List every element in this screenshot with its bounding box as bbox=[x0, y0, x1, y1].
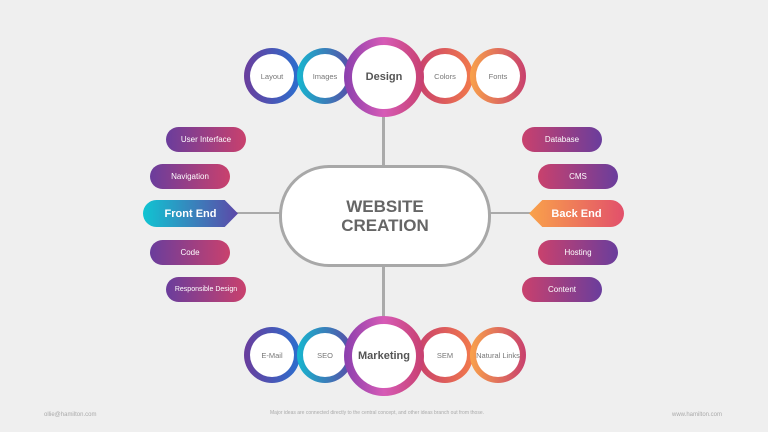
connector-top bbox=[382, 112, 385, 167]
node-email: E-Mail bbox=[244, 327, 300, 383]
node-fonts: Fonts bbox=[470, 48, 526, 104]
node-cms: CMS bbox=[538, 164, 618, 189]
node-front-end: Front End bbox=[143, 200, 238, 227]
node-colors: Colors bbox=[417, 48, 473, 104]
node-sem: SEM bbox=[417, 327, 473, 383]
node-user-interface: User Interface bbox=[166, 127, 246, 152]
node-code: Code bbox=[150, 240, 230, 265]
node-responsible-design: Responsible Design bbox=[166, 277, 246, 302]
connector-bottom bbox=[382, 262, 385, 319]
connector-left bbox=[236, 212, 281, 214]
connector-right bbox=[486, 212, 531, 214]
node-content: Content bbox=[522, 277, 602, 302]
node-seo: SEO bbox=[297, 327, 353, 383]
node-marketing: Marketing bbox=[344, 316, 424, 396]
footer-email: ollie@hamilton.com bbox=[44, 412, 97, 418]
node-natural-links: Natural Links bbox=[470, 327, 526, 383]
footer-website: www.hamilton.com bbox=[672, 412, 723, 418]
center-line2: CREATION bbox=[341, 216, 429, 235]
node-images: Images bbox=[297, 48, 353, 104]
node-navigation: Navigation bbox=[150, 164, 230, 189]
node-back-end: Back End bbox=[529, 200, 624, 227]
footer-caption: Major ideas are connected directly to th… bbox=[270, 410, 485, 416]
node-hosting: Hosting bbox=[538, 240, 618, 265]
center-line1: WEBSITE bbox=[346, 197, 424, 216]
node-design: Design bbox=[344, 37, 424, 117]
node-layout: Layout bbox=[244, 48, 300, 104]
node-database: Database bbox=[522, 127, 602, 152]
